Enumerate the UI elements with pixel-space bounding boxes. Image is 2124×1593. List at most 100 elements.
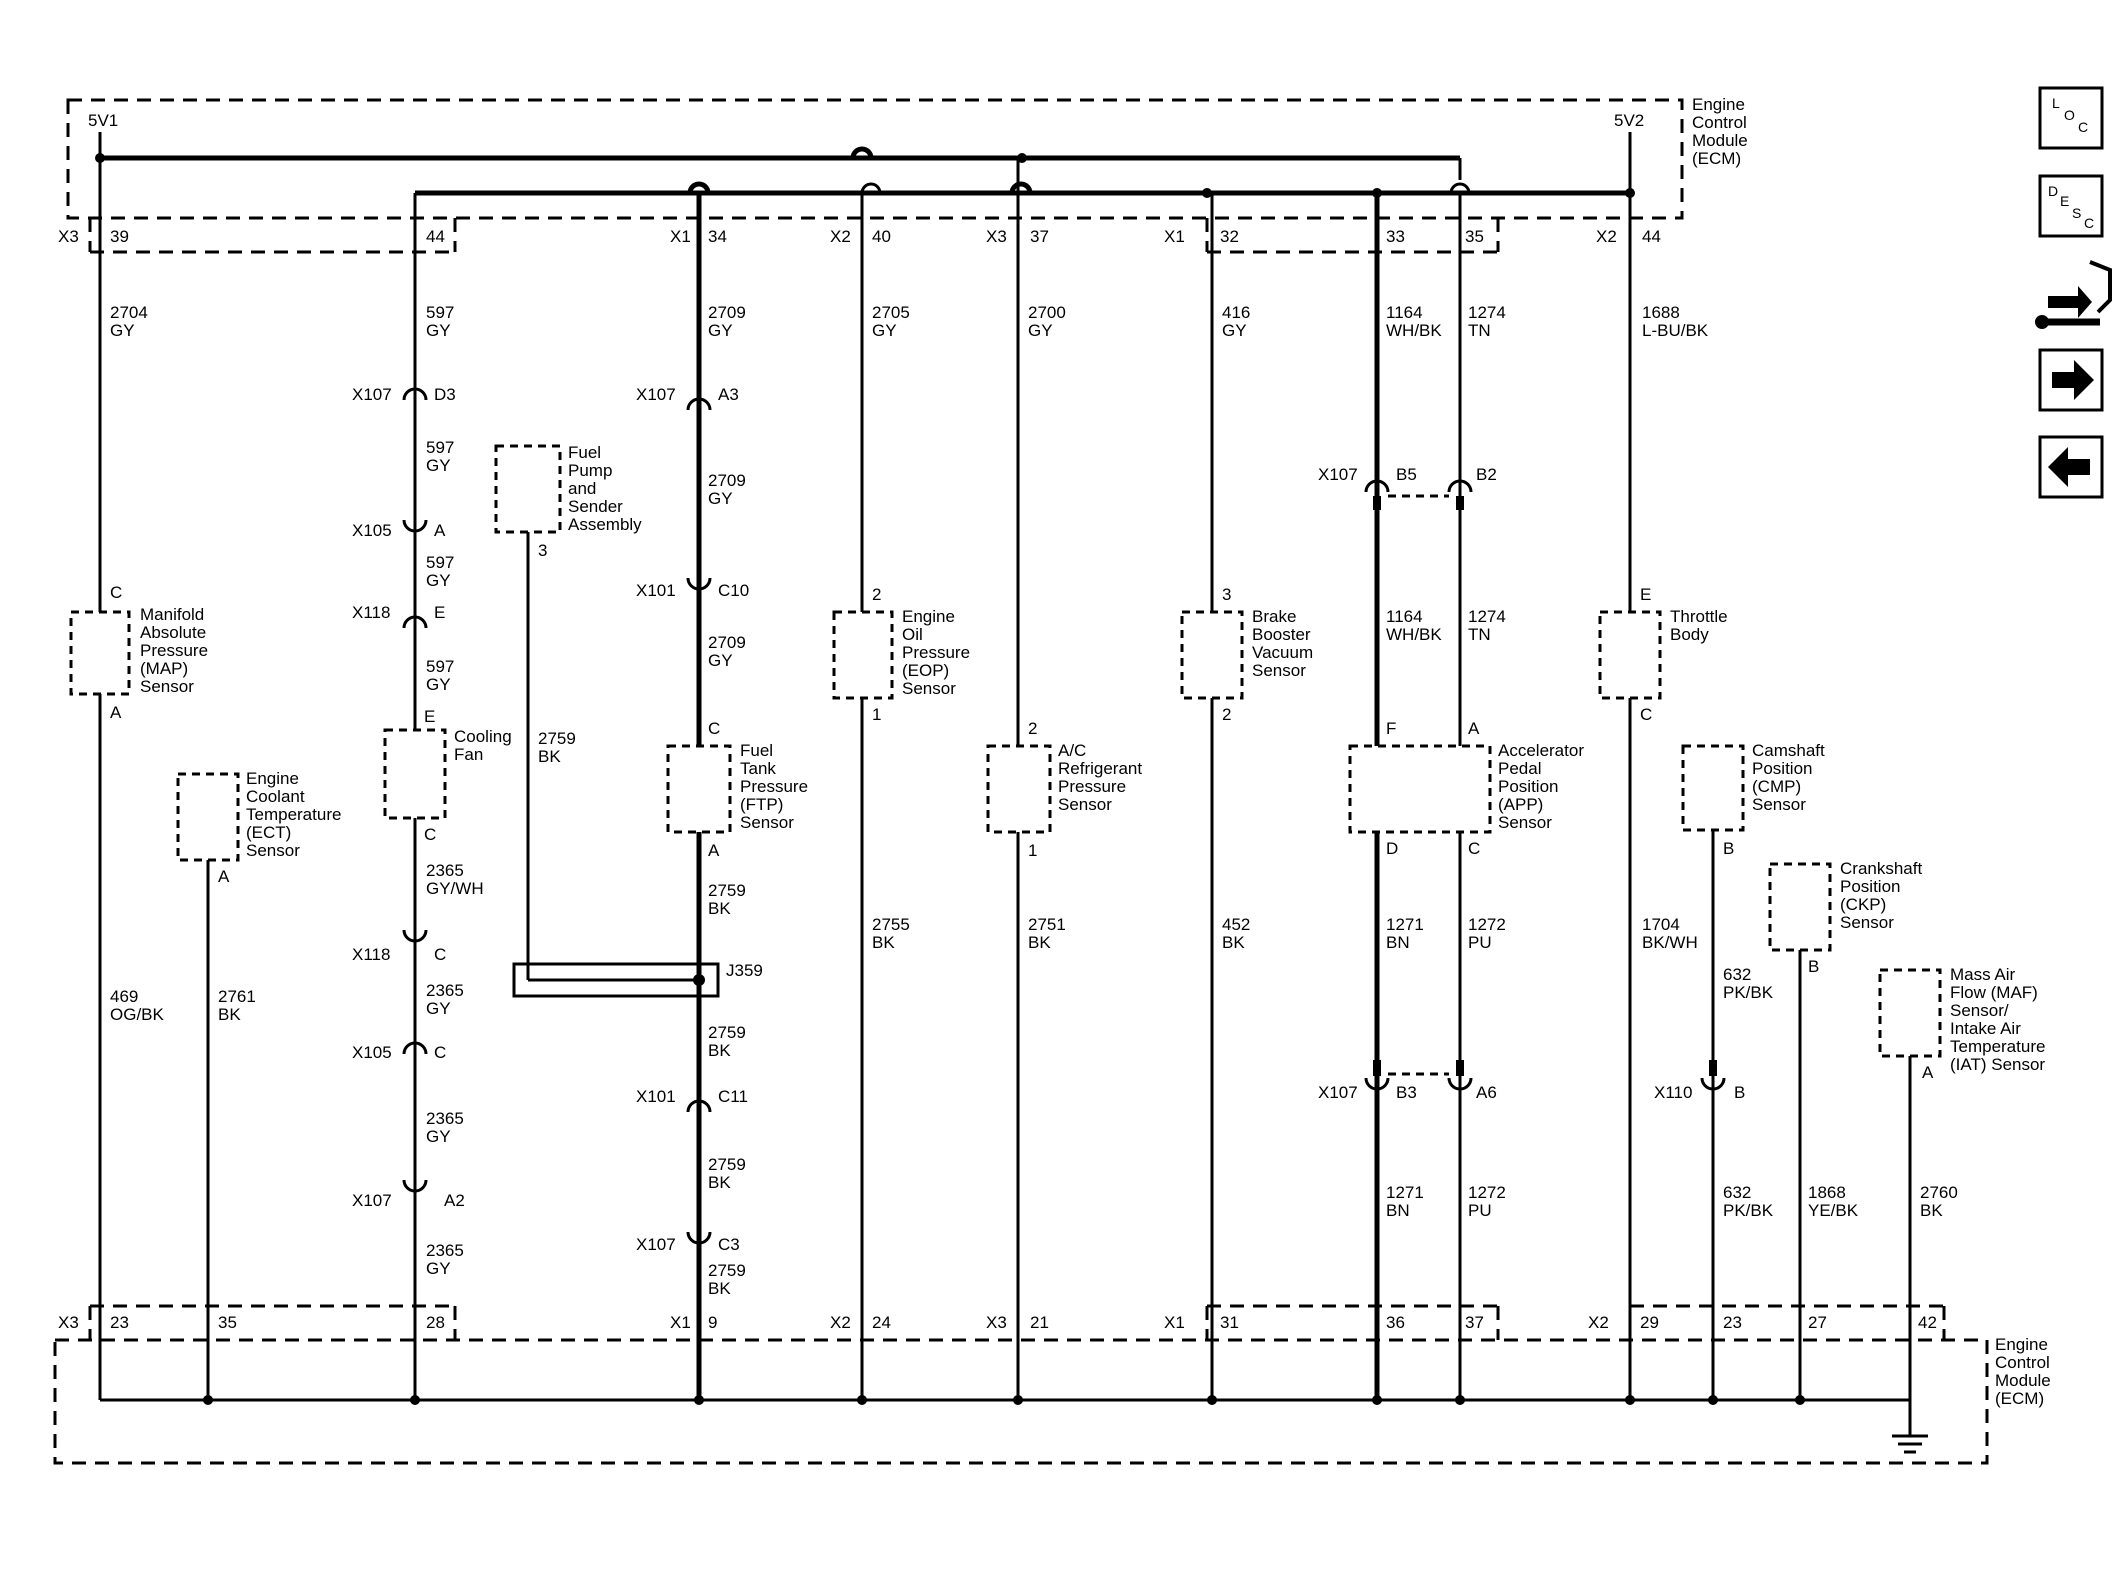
svg-text:X1: X1 [1164,1313,1185,1332]
svg-text:469: 469 [110,987,138,1006]
svg-text:A: A [110,703,122,722]
svg-text:37: 37 [1465,1313,1484,1332]
svg-text:B2: B2 [1476,465,1497,484]
svg-text:D: D [1386,839,1398,858]
svg-text:BK: BK [1028,933,1051,952]
svg-text:D: D [2048,183,2058,199]
svg-text:PU: PU [1468,1201,1492,1220]
svg-text:X118: X118 [352,945,390,964]
svg-text:J359: J359 [726,961,763,980]
svg-text:X107: X107 [636,385,676,404]
svg-text:B5: B5 [1396,465,1417,484]
svg-text:X105: X105 [352,1043,392,1062]
svg-text:2704: 2704 [110,303,148,322]
map-sensor-label: Manifold Absolute Pressure (MAP) Sensor [140,605,213,696]
svg-text:1: 1 [872,705,881,724]
svg-text:C: C [434,945,446,964]
svg-text:D3: D3 [434,385,456,404]
svg-text:35: 35 [1465,227,1484,246]
svg-text:C: C [110,583,122,602]
svg-text:28: 28 [426,1313,445,1332]
svg-text:2759: 2759 [538,729,576,748]
svg-text:33: 33 [1386,227,1405,246]
svg-text:GY: GY [426,1259,451,1278]
ecm-internal-buses [95,132,1635,232]
svg-text:X1: X1 [670,227,691,246]
arrow-right-icon[interactable] [2038,348,2104,412]
svg-text:PU: PU [1468,933,1492,952]
svg-text:42: 42 [1918,1313,1937,1332]
svg-text:3: 3 [1222,585,1231,604]
svg-text:2709: 2709 [708,303,746,322]
ecm-top-block: Engine Control Module (ECM) 5V1 5V2 [66,95,1753,254]
svg-text:1164: 1164 [1386,607,1423,626]
svg-text:1868: 1868 [1808,1183,1846,1202]
svg-text:L-BU/BK: L-BU/BK [1642,321,1709,340]
svg-text:E: E [2060,193,2069,209]
cmp-sensor-box [1681,744,1745,832]
svg-text:A3: A3 [718,385,739,404]
svg-text:E: E [424,707,435,726]
svg-text:1272: 1272 [1468,1183,1506,1202]
svg-text:2700: 2700 [1028,303,1066,322]
svg-text:X1: X1 [1164,227,1185,246]
svg-text:2: 2 [872,585,881,604]
svg-text:597: 597 [426,303,454,322]
ecm-top-label: Engine Control Module (ECM) [1692,95,1753,168]
svg-text:632: 632 [1723,1183,1751,1202]
nav-desc-button[interactable]: D E S C [2038,174,2104,238]
svg-text:1274: 1274 [1468,303,1506,322]
svg-text:WH/BK: WH/BK [1386,321,1442,340]
svg-text:A: A [218,867,230,886]
ect-sensor-box [176,772,240,862]
throttle-body-label: Throttle Body [1670,607,1732,644]
svg-text:B3: B3 [1396,1083,1417,1102]
svg-text:39: 39 [110,227,129,246]
svg-text:X2: X2 [830,227,851,246]
svg-text:31: 31 [1220,1313,1239,1332]
svg-text:GY: GY [426,571,451,590]
svg-text:S: S [2072,205,2081,221]
ftp-sensor-box [666,744,732,834]
svg-text:X107: X107 [352,1191,392,1210]
ref-5v2: 5V2 [1614,111,1644,130]
svg-text:2761: 2761 [218,987,256,1006]
svg-text:23: 23 [1723,1313,1742,1332]
svg-text:1164: 1164 [1386,303,1423,322]
svg-text:1272: 1272 [1468,915,1506,934]
svg-text:X107: X107 [636,1235,676,1254]
svg-text:BK: BK [872,933,895,952]
svg-text:3: 3 [538,541,547,560]
svg-text:C: C [424,825,436,844]
svg-text:2759: 2759 [708,1261,746,1280]
svg-text:BN: BN [1386,1201,1410,1220]
svg-text:1271: 1271 [1386,915,1424,934]
svg-text:C10: C10 [718,581,749,600]
svg-text:O: O [2064,107,2075,123]
map-circuit: 2704 GY C A Manifold Absolute Pressure (… [69,158,213,1400]
eop-sensor-label: Engine Oil Pressure (EOP) Sensor [902,607,975,698]
schematic-tools-icon[interactable] [2035,260,2112,329]
throttle-body-box [1598,610,1662,700]
nav-loc-button[interactable]: L O C [2038,86,2104,150]
svg-text:TN: TN [1468,625,1491,644]
svg-text:A: A [708,841,720,860]
svg-text:BK: BK [708,1173,731,1192]
svg-text:9: 9 [708,1313,717,1332]
svg-text:416: 416 [1222,303,1250,322]
svg-text:1704: 1704 [1642,915,1680,934]
svg-text:2759: 2759 [708,1155,746,1174]
fuel-pump-label: Fuel Pump and Sender Assembly [568,443,642,534]
svg-text:X2: X2 [830,1313,851,1332]
svg-text:GY: GY [1028,321,1053,340]
svg-text:GY: GY [708,489,733,508]
eop-sensor-box [832,610,894,700]
arrow-left-icon[interactable] [2038,435,2104,499]
svg-text:452: 452 [1222,915,1250,934]
svg-text:C: C [1640,705,1652,724]
